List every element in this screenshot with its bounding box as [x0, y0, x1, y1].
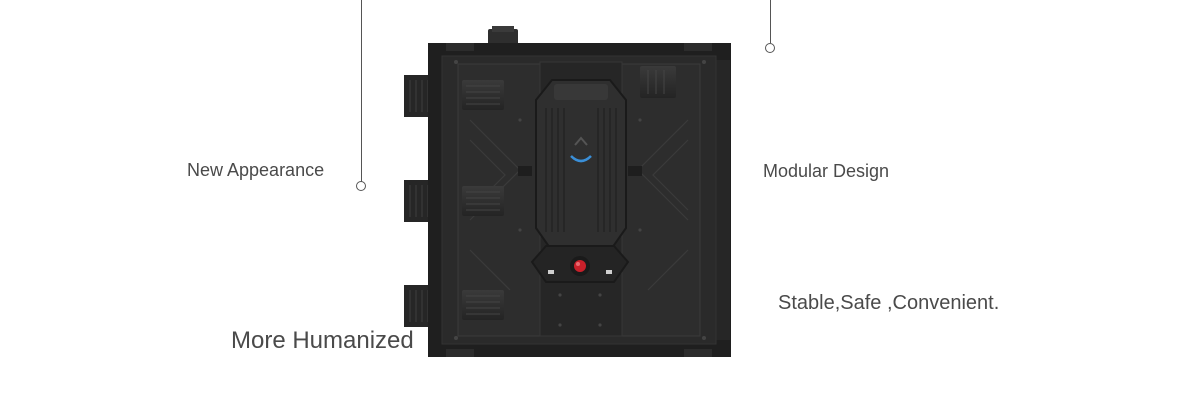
feature-label-new-appearance: New Appearance	[187, 160, 325, 180]
callout-line-modular-design	[770, 0, 771, 43]
feature-label-modular-design: Modular Design	[763, 161, 890, 181]
feature-label-more-humanized: More Humanized	[231, 327, 414, 354]
callout-marker-icon	[765, 43, 775, 53]
led-cabinet-image	[404, 26, 731, 357]
callout-marker-icon	[356, 181, 366, 191]
feature-label-stable-safe: Stable,Safe ,Convenient.	[778, 292, 1000, 314]
callout-line-new-appearance	[361, 0, 362, 182]
